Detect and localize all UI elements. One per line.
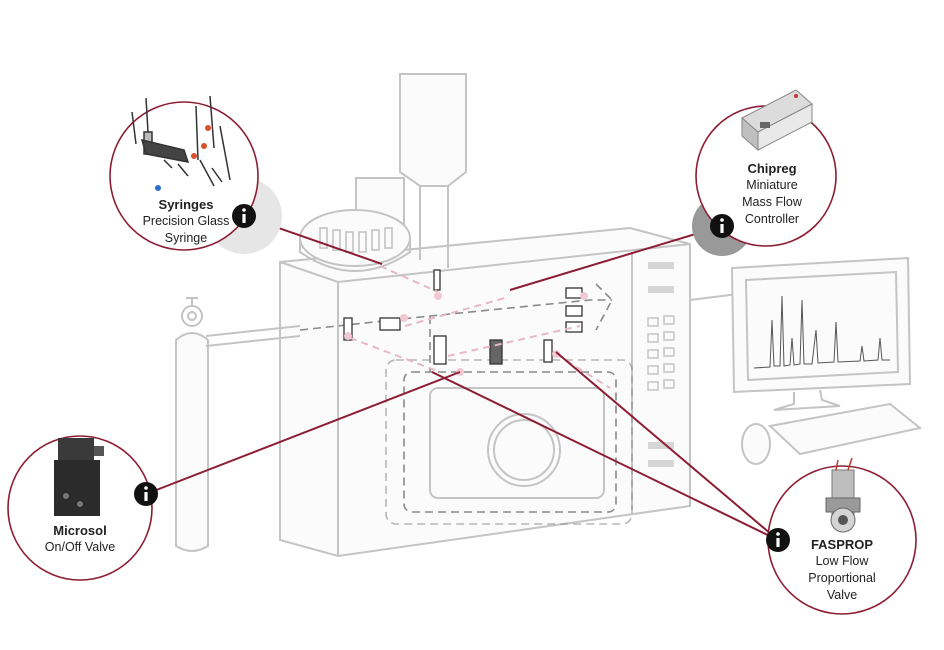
chipreg-line-2: Mass Flow	[742, 195, 802, 209]
microsol-line-1: On/Off Valve	[44, 540, 116, 554]
mouse	[741, 423, 771, 465]
fasprop-line-3: Valve	[826, 588, 858, 602]
chipreg-product-image	[741, 89, 813, 152]
oven-door	[429, 387, 605, 499]
syringes-product-image	[131, 95, 231, 191]
chipreg-line-1: Miniature	[746, 178, 798, 192]
fasprop-line-2: Proportional	[808, 571, 876, 585]
gas-chromatograph-illustration	[175, 73, 923, 558]
info-icon-syringes[interactable]	[232, 204, 256, 228]
info-icon-microsol[interactable]	[134, 482, 158, 506]
microsol-product-image	[54, 438, 104, 516]
info-icon-chipreg[interactable]	[710, 214, 734, 238]
leader-chipreg	[509, 225, 723, 291]
gas-cylinder	[175, 297, 209, 552]
sample-carousel	[299, 209, 411, 267]
leader-fasprop-2	[431, 371, 779, 541]
computer-monitor	[730, 256, 912, 411]
leader-fasprop-1	[555, 351, 779, 541]
callout-leaders	[145, 215, 779, 541]
keyboard	[767, 402, 923, 456]
chromatogram	[753, 295, 890, 369]
fasprop-callout-label: FASPROP Low Flow Proportional Valve	[786, 536, 898, 604]
leader-microsol	[145, 371, 461, 495]
microsol-callout-label: Microsol On/Off Valve	[24, 522, 136, 556]
chipreg-callout-label: Chipreg Miniature Mass Flow Controller	[716, 160, 828, 228]
fasprop-line-1: Low Flow	[815, 554, 869, 568]
syringes-line-2: Syringe	[164, 231, 208, 245]
oven-column-coil	[487, 413, 561, 487]
cabinet-body	[279, 226, 691, 558]
chipreg-title: Chipreg	[747, 161, 797, 176]
info-icon-fasprop[interactable]	[766, 528, 790, 552]
syringes-line-1: Precision Glass	[142, 214, 230, 228]
syringes-title: Syringes	[158, 197, 214, 212]
internal-components	[343, 269, 583, 365]
fasprop-product-image	[825, 457, 861, 533]
microsol-title: Microsol	[53, 523, 107, 538]
internal-flow-paths	[299, 283, 633, 525]
callout-leaders-dashed	[349, 265, 611, 389]
control-panel	[647, 262, 675, 467]
chipreg-line-3: Controller	[744, 212, 800, 226]
fasprop-title: FASPROP	[810, 537, 874, 552]
syringes-callout-label: Syringes Precision Glass Syringe	[124, 196, 248, 247]
autosampler-tower	[399, 73, 467, 187]
